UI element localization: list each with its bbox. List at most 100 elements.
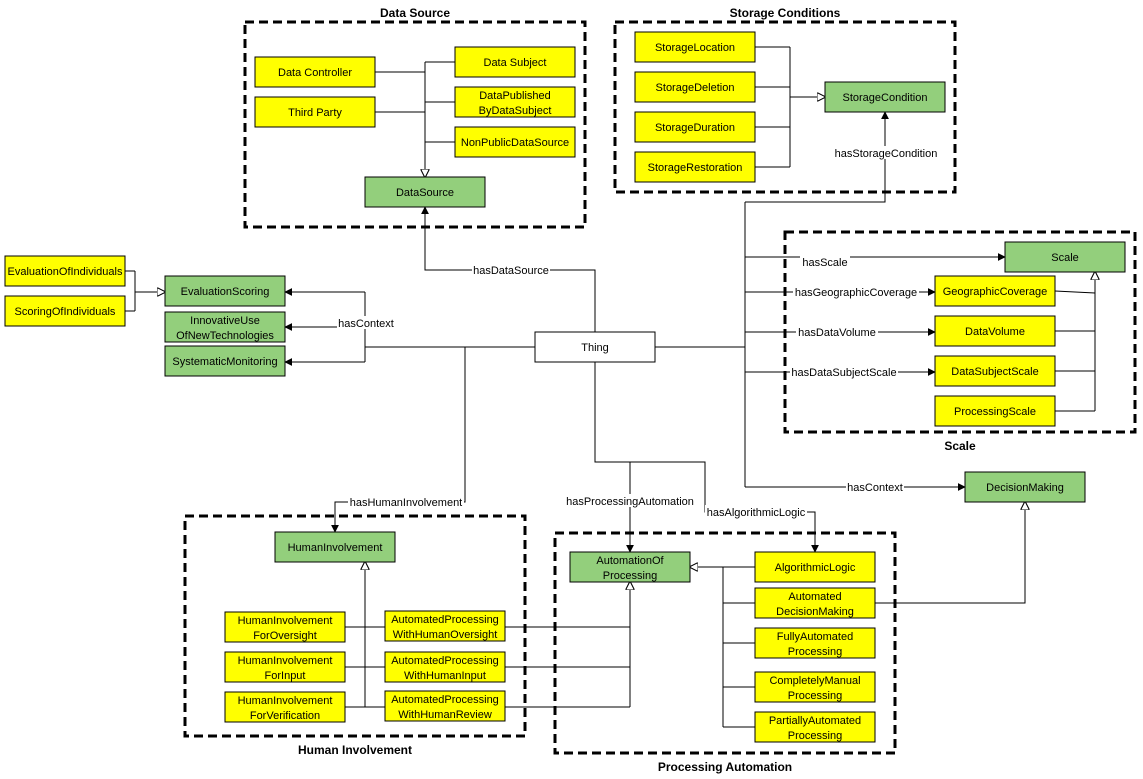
node-data-volume[interactable]: DataVolume — [934, 315, 1056, 347]
group-title-human-involvement: Human Involvement — [298, 743, 412, 757]
node-human-involvement-for-input[interactable]: HumanInvolvement ForInput — [224, 651, 346, 683]
svg-text:ForOversight: ForOversight — [253, 630, 317, 642]
svg-text:ForVerification: ForVerification — [250, 710, 320, 722]
node-scoring-of-individuals[interactable]: ScoringOfIndividuals — [4, 295, 126, 327]
svg-text:Data Subject: Data Subject — [484, 57, 547, 69]
group-title-scale: Scale — [944, 439, 976, 453]
node-evaluation-scoring[interactable]: EvaluationScoring — [164, 275, 286, 307]
node-automated-processing-with-human-input[interactable]: AutomatedProcessing WithHumanInput — [384, 651, 506, 683]
svg-text:Thing: Thing — [581, 342, 609, 354]
node-scale[interactable]: Scale — [1004, 241, 1126, 273]
svg-text:DataVolume: DataVolume — [965, 326, 1025, 338]
node-evaluation-of-individuals[interactable]: EvaluationOfIndividuals — [4, 255, 126, 287]
svg-text:HumanInvolvement: HumanInvolvement — [238, 615, 333, 627]
edge-label-has-context-left: hasContext — [338, 318, 394, 330]
node-algorithmic-logic[interactable]: AlgorithmicLogic — [754, 551, 876, 583]
svg-text:StorageCondition: StorageCondition — [842, 92, 927, 104]
svg-text:WithHumanReview: WithHumanReview — [398, 709, 492, 721]
node-storage-duration[interactable]: StorageDuration — [634, 111, 756, 143]
node-geographic-coverage[interactable]: GeographicCoverage — [934, 275, 1056, 307]
group-title-data-source: Data Source — [380, 6, 450, 20]
svg-text:CompletelyManual: CompletelyManual — [769, 675, 860, 687]
svg-text:PartiallyAutomated: PartiallyAutomated — [769, 715, 861, 727]
svg-text:StorageLocation: StorageLocation — [655, 42, 735, 54]
group-title-storage-conditions: Storage Conditions — [730, 6, 841, 20]
node-automated-processing-with-human-review[interactable]: AutomatedProcessing WithHumanReview — [384, 690, 506, 722]
edge-label-has-context-right: hasContext — [847, 482, 903, 494]
node-data-published-by-data-subject[interactable]: DataPublished ByDataSubject — [454, 86, 576, 118]
svg-text:AutomatedProcessing: AutomatedProcessing — [391, 655, 499, 667]
node-fully-automated-processing[interactable]: FullyAutomated Processing — [754, 627, 876, 659]
edge-label-has-data-source: hasDataSource — [473, 265, 549, 277]
svg-text:WithHumanInput: WithHumanInput — [404, 670, 486, 682]
node-data-controller[interactable]: Data Controller — [254, 56, 376, 88]
node-data-source[interactable]: DataSource — [364, 176, 486, 208]
node-partially-automated-processing[interactable]: PartiallyAutomated Processing — [754, 711, 876, 743]
node-thing[interactable]: Thing — [534, 331, 656, 363]
node-human-involvement-for-oversight[interactable]: HumanInvolvement ForOversight — [224, 611, 346, 643]
edge-label-has-data-volume: hasDataVolume — [798, 327, 876, 339]
node-data-subject[interactable]: Data Subject — [454, 46, 576, 78]
svg-text:InnovativeUse: InnovativeUse — [190, 315, 260, 327]
svg-text:Scale: Scale — [1051, 252, 1079, 264]
node-innovative-use-of-new-technologies[interactable]: InnovativeUse OfNewTechnologies — [164, 311, 286, 343]
svg-text:ProcessingScale: ProcessingScale — [954, 406, 1036, 418]
node-processing-scale[interactable]: ProcessingScale — [934, 395, 1056, 427]
svg-text:AutomationOf: AutomationOf — [596, 555, 664, 567]
node-human-involvement[interactable]: HumanInvolvement — [274, 531, 396, 563]
svg-text:StorageDeletion: StorageDeletion — [656, 82, 735, 94]
svg-text:WithHumanOversight: WithHumanOversight — [393, 629, 498, 641]
svg-text:GeographicCoverage: GeographicCoverage — [943, 286, 1048, 298]
svg-text:DataSubjectScale: DataSubjectScale — [951, 366, 1038, 378]
svg-text:Third Party: Third Party — [288, 107, 342, 119]
svg-text:NonPublicDataSource: NonPublicDataSource — [461, 137, 569, 149]
svg-text:Processing: Processing — [788, 730, 842, 742]
node-storage-restoration[interactable]: StorageRestoration — [634, 151, 756, 183]
edge-label-has-data-subject-scale: hasDataSubjectScale — [791, 367, 896, 379]
svg-text:DataSource: DataSource — [396, 187, 454, 199]
svg-text:AutomatedProcessing: AutomatedProcessing — [391, 614, 499, 626]
svg-text:StorageDuration: StorageDuration — [655, 122, 735, 134]
svg-text:Automated: Automated — [788, 591, 841, 603]
svg-text:FullyAutomated: FullyAutomated — [777, 631, 853, 643]
svg-text:HumanInvolvement: HumanInvolvement — [238, 695, 333, 707]
node-automated-decision-making[interactable]: Automated DecisionMaking — [754, 587, 876, 619]
svg-text:Data Controller: Data Controller — [278, 67, 352, 79]
node-storage-condition[interactable]: StorageCondition — [824, 81, 946, 113]
svg-text:ByDataSubject: ByDataSubject — [479, 105, 552, 117]
node-data-subject-scale[interactable]: DataSubjectScale — [934, 355, 1056, 387]
svg-text:SystematicMonitoring: SystematicMonitoring — [172, 356, 277, 368]
node-storage-location[interactable]: StorageLocation — [634, 31, 756, 63]
svg-text:OfNewTechnologies: OfNewTechnologies — [176, 330, 274, 342]
node-automation-of-processing[interactable]: AutomationOf Processing — [569, 551, 691, 583]
svg-text:EvaluationScoring: EvaluationScoring — [181, 286, 270, 298]
svg-text:HumanInvolvement: HumanInvolvement — [238, 655, 333, 667]
node-systematic-monitoring[interactable]: SystematicMonitoring — [164, 345, 286, 377]
edge-label-has-geographic-coverage: hasGeographicCoverage — [795, 287, 917, 299]
node-third-party[interactable]: Third Party — [254, 96, 376, 128]
node-completely-manual-processing[interactable]: CompletelyManual Processing — [754, 671, 876, 703]
svg-text:Processing: Processing — [603, 570, 657, 582]
svg-text:DecisionMaking: DecisionMaking — [776, 606, 854, 618]
group-human-involvement — [183, 514, 527, 738]
group-storage-conditions — [613, 20, 957, 194]
node-automated-processing-with-human-oversight[interactable]: AutomatedProcessing WithHumanOversight — [384, 610, 506, 642]
svg-text:DecisionMaking: DecisionMaking — [986, 482, 1064, 494]
node-decision-making[interactable]: DecisionMaking — [964, 471, 1086, 503]
svg-text:AutomatedProcessing: AutomatedProcessing — [391, 694, 499, 706]
svg-text:EvaluationOfIndividuals: EvaluationOfIndividuals — [8, 266, 123, 278]
node-human-involvement-for-verification[interactable]: HumanInvolvement ForVerification — [224, 691, 346, 723]
svg-text:Processing: Processing — [788, 646, 842, 658]
group-data-source — [243, 20, 587, 229]
svg-text:HumanInvolvement: HumanInvolvement — [288, 542, 383, 554]
node-non-public-data-source[interactable]: NonPublicDataSource — [454, 126, 576, 158]
node-storage-deletion[interactable]: StorageDeletion — [634, 71, 756, 103]
edge-label-has-algorithmic-logic: hasAlgorithmicLogic — [707, 507, 806, 519]
svg-text:ForInput: ForInput — [265, 670, 306, 682]
edge-label-has-human-involvement: hasHumanInvolvement — [350, 497, 463, 509]
group-processing-automation — [553, 531, 897, 755]
group-title-processing-automation: Processing Automation — [658, 760, 792, 774]
svg-text:DataPublished: DataPublished — [479, 90, 551, 102]
edge-label-has-storage-condition: hasStorageCondition — [835, 148, 938, 160]
